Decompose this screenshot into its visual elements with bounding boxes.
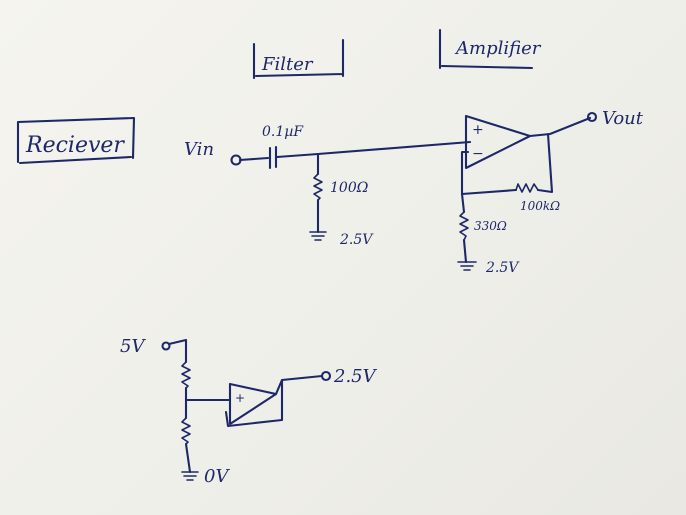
wire-vin-cap <box>238 156 270 162</box>
buffer-triangle <box>228 382 278 426</box>
wire-divider-ground <box>184 442 192 474</box>
capacitor-plates <box>268 145 278 170</box>
supply-label: 5V <box>120 336 146 357</box>
feedback-resistor-label: 100kΩ <box>520 199 560 213</box>
divider-resistor-top <box>181 361 191 389</box>
amplifier-block: Amplifier <box>438 28 542 70</box>
supply-terminal <box>161 341 171 351</box>
vin-label: Vin <box>184 139 214 160</box>
gain-ref-label: 2.5V <box>485 260 520 276</box>
amplifier-label: Amplifier <box>454 38 542 59</box>
feedback-wire-out <box>536 132 554 194</box>
gain-resistor-label: 330Ω <box>474 219 507 233</box>
gain-resistor <box>459 211 469 241</box>
wire-opamp-vout <box>528 116 592 138</box>
ground-label: 0V <box>204 466 230 487</box>
receiver-label: Reciever <box>25 133 125 158</box>
buffer-feedback <box>224 378 284 428</box>
filter-resistor <box>313 173 323 201</box>
wire-cap-opamp <box>275 140 472 159</box>
filter-ref-label: 2.5V <box>339 232 374 248</box>
vout-label: Vout <box>602 108 644 129</box>
receiver-block: Reciever <box>16 116 136 165</box>
filter-label: Filter <box>261 54 314 75</box>
feedback-resistor <box>515 183 539 193</box>
filter-resistor-label: 100Ω <box>330 180 369 196</box>
ref-out-label: 2.5V <box>333 366 378 387</box>
receiver-box <box>16 116 136 165</box>
input-capacitor <box>268 145 278 170</box>
buffer-plus: + <box>235 391 245 405</box>
filter-ref-symbol <box>309 231 327 241</box>
ground-symbol <box>181 471 199 481</box>
wire-gain-ref <box>462 238 468 264</box>
capacitor-label: 0.1µF <box>262 124 304 140</box>
amplifier-box <box>438 28 534 70</box>
opamp-plus: + <box>472 122 484 138</box>
ref-out-terminal <box>320 370 332 382</box>
opamp-triangle <box>464 114 532 170</box>
opamp-minus: − <box>472 146 484 162</box>
gain-ref-symbol <box>457 261 477 271</box>
wire-gain-node <box>460 192 466 214</box>
wire-supply <box>167 338 188 364</box>
amplifier-opamp: + − <box>464 114 532 170</box>
buffer-opamp: + <box>228 382 278 426</box>
filter-block: Filter <box>252 38 345 80</box>
filter-box <box>252 38 345 80</box>
vout-terminal <box>586 111 598 123</box>
feedback-wire-in <box>460 150 518 196</box>
divider-resistor-bottom <box>181 417 191 445</box>
